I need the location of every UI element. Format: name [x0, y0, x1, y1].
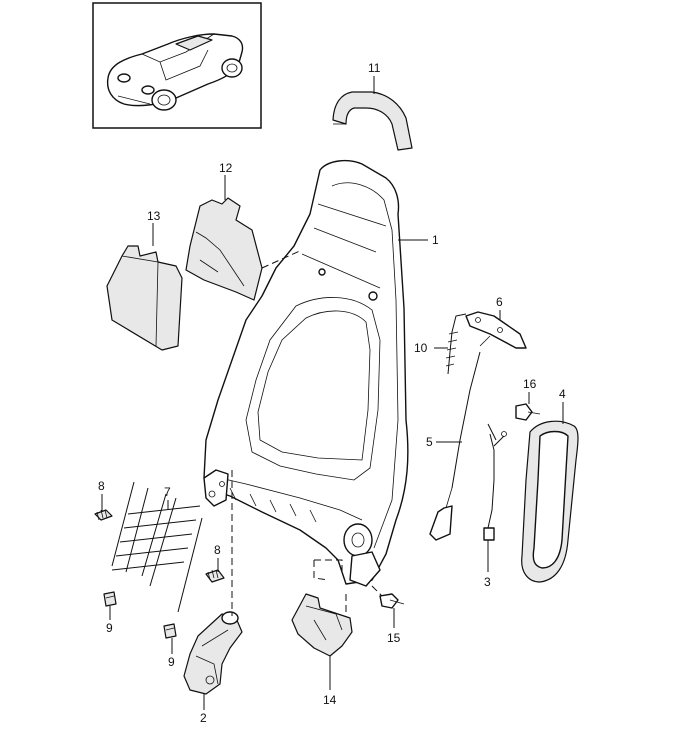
callout-9-right: 9	[168, 655, 175, 669]
part-16-bolt	[515, 403, 541, 421]
car-illustration-icon	[106, 33, 244, 111]
part-9-clip-right	[163, 623, 177, 639]
part-1-seat-back-frame	[203, 159, 409, 587]
callout-14: 14	[323, 693, 337, 707]
part-13-side-cushion	[106, 245, 183, 351]
part-8-spring-upper	[94, 509, 113, 521]
callout-2: 2	[200, 711, 207, 725]
callout-8-lower: 8	[214, 543, 221, 557]
part-9-clip-left	[103, 591, 117, 607]
callout-16: 16	[523, 377, 537, 391]
callout-11: 11	[368, 61, 381, 75]
part-2-motor	[183, 611, 243, 695]
callout-10: 10	[414, 341, 428, 355]
callout-13: 13	[147, 209, 161, 223]
callout-12: 12	[219, 161, 233, 175]
callout-3: 3	[484, 575, 491, 589]
part-10-tension-spring	[445, 313, 467, 375]
part-5-bowden-cable	[429, 351, 481, 541]
part-11-headrest-bracket	[332, 91, 413, 151]
callout-leader-lines	[101, 76, 564, 710]
part-6-lever-bracket	[465, 311, 527, 349]
callout-15: 15	[387, 631, 401, 645]
part-7-lumbar-wire-mat	[111, 481, 203, 613]
part-15-screw	[379, 593, 405, 609]
part-3-wiring-harness	[483, 423, 507, 541]
callout-labels: 11 12 13 1 6 10 16 4 5 3 7 8 8 9 9 2 14 …	[98, 61, 566, 725]
part-12-side-bolster	[185, 197, 263, 301]
callout-6: 6	[496, 295, 503, 309]
vehicle-thumbnail	[92, 2, 262, 129]
callout-9-left: 9	[106, 621, 113, 635]
callout-1: 1	[432, 233, 439, 247]
callout-8-upper: 8	[98, 479, 105, 493]
callout-5: 5	[426, 435, 433, 449]
part-4-trim-panel	[521, 420, 579, 583]
part-14-bracket	[291, 593, 353, 657]
part-8-spring-lower	[205, 569, 225, 583]
callout-7: 7	[164, 485, 171, 499]
callout-4: 4	[559, 387, 566, 401]
